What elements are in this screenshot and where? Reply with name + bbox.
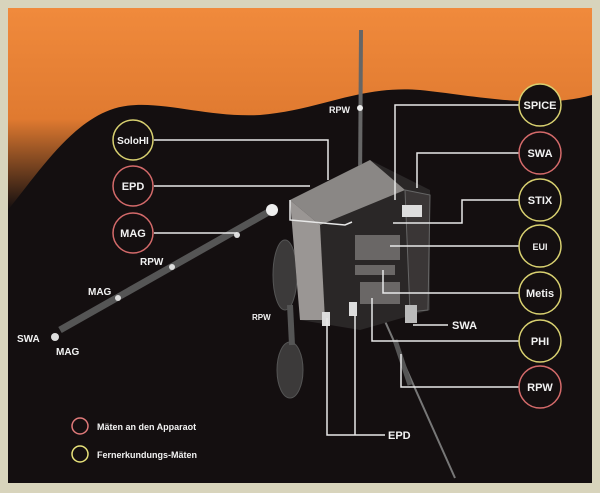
rpw-antennas	[357, 29, 456, 479]
spacecraft-body	[290, 160, 431, 330]
legend-remote-marker	[71, 445, 89, 463]
sun-corona	[8, 8, 592, 210]
legend: Mäten an den Apparaot Fernerkundungs-Mät…	[71, 417, 197, 463]
instrument-phi[interactable]: PHI	[518, 319, 562, 363]
instrument-eui[interactable]: EUI	[518, 224, 562, 268]
instrument-label: EUI	[532, 242, 547, 252]
instrument-label: Metis	[526, 288, 554, 300]
magnetometer-boom	[51, 204, 278, 341]
instrument-label: EPD	[122, 181, 145, 193]
instrument-rpw[interactable]: RPW	[518, 365, 562, 409]
callout-rpw-top: RPW	[329, 105, 351, 115]
callout-swa-boom-tip: SWA	[17, 334, 40, 345]
instrument-metis[interactable]: Metis	[518, 271, 562, 315]
legend-in-situ-marker	[71, 417, 89, 435]
instrument-mag[interactable]: MAG	[112, 212, 154, 254]
callout-rpw-left: RPW	[252, 313, 271, 322]
callout-mag-boom: MAG	[88, 287, 112, 298]
instrument-label: RPW	[527, 382, 553, 394]
legend-in-situ-label: Mäten an den Apparaot	[97, 422, 196, 432]
leader-lines	[154, 104, 519, 436]
instrument-solohi[interactable]: SoloHI	[112, 119, 154, 161]
instrument-label: PHI	[531, 336, 549, 348]
callout-swa-bottom: SWA	[452, 320, 477, 332]
instrument-swa[interactable]: SWA	[518, 131, 562, 175]
instrument-label: SPICE	[523, 100, 556, 112]
instrument-label: STIX	[528, 195, 553, 207]
legend-remote-label: Fernerkundungs-Mäten	[97, 450, 197, 460]
callout-mag-boom-tip: MAG	[56, 347, 80, 358]
instrument-label: MAG	[120, 228, 146, 240]
callout-epd-bottom: EPD	[388, 430, 411, 442]
solar-arrays	[272, 239, 304, 399]
callout-rpw-boom: RPW	[140, 257, 164, 268]
instrument-label: SWA	[527, 148, 552, 160]
instrument-epd[interactable]: EPD	[112, 165, 154, 207]
instrument-stix[interactable]: STIX	[518, 178, 562, 222]
instrument-spice[interactable]: SPICE	[518, 83, 562, 127]
instrument-label: SoloHI	[117, 136, 149, 147]
